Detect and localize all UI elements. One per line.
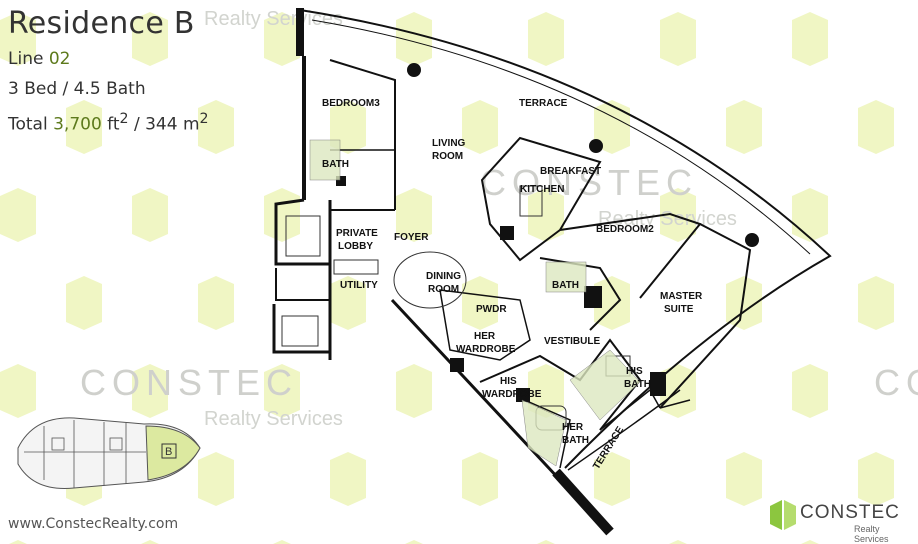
room-living: ROOM (432, 151, 463, 162)
room-her-wardrobe: WARDROBE (456, 344, 516, 355)
watermark-tagline: Realty Services (204, 408, 343, 430)
line-number: Line 02 (8, 49, 71, 69)
bed-bath-count: 3 Bed / 4.5 Bath (8, 79, 146, 99)
room-her-wardrobe: HER (474, 331, 496, 342)
room-master-suite: SUITE (664, 304, 694, 315)
bath-tiles (309, 139, 641, 467)
logo-name: CONSTEC (800, 502, 900, 523)
room-breakfast: BREAKFAST (540, 166, 601, 177)
furniture (281, 185, 631, 431)
room-dining: DINING (426, 271, 461, 282)
page-title: Residence B (8, 6, 195, 41)
room-his-bath: HIS (626, 366, 643, 377)
room-her-bath: BATH (562, 435, 589, 446)
room-her-bath: HER (562, 422, 584, 433)
room-bath: BATH (552, 280, 579, 291)
unit-outline (272, 8, 832, 536)
room-vestibule: VESTIBULE (544, 336, 600, 347)
room-terrace: TERRACE (519, 98, 568, 109)
unit-info: Residence B Line 02 3 Bed / 4.5 Bath Tot… (8, 4, 209, 140)
room-private-lobby: PRIVATE (336, 228, 378, 239)
key-plan: B (17, 417, 201, 489)
room-bedroom2: BEDROOM2 (596, 224, 654, 235)
watermark-brand: CONSTEC (80, 362, 299, 403)
logo-tagline: Realty Services (854, 524, 889, 544)
structural-columns (336, 63, 759, 402)
room-kitchen: KITCHEN (520, 184, 564, 195)
room-master-suite: MASTER (660, 291, 703, 302)
logo-hexagon-icon (770, 500, 796, 530)
room-powder: PWDR (476, 304, 507, 315)
total-area: Total 3,700 ft2 / 344 m2 (8, 111, 209, 135)
room-his-wardrobe: HIS (500, 376, 517, 387)
room-dining: ROOM (428, 284, 459, 295)
website-link[interactable]: www.ConstecRealty.com (8, 516, 179, 532)
room-bedroom3: BEDROOM3 (322, 98, 380, 109)
room-his-wardrobe: WARDROBE (482, 389, 542, 400)
watermark-brand: CONSTEC (480, 162, 699, 203)
room-living: LIVING (432, 138, 466, 149)
room-bath: BATH (322, 159, 349, 170)
constec-logo: CONSTEC Realty Services (768, 496, 908, 544)
room-his-bath: BATH (624, 379, 651, 390)
room-foyer: FOYER (394, 232, 429, 243)
watermark-tagline: Realty Services (204, 8, 343, 30)
room-private-lobby: LOBBY (338, 241, 373, 252)
room-terrace: TERRACE (591, 424, 626, 471)
watermark-brand: CONSTEC (874, 362, 918, 403)
room-utility: UTILITY (340, 280, 378, 291)
keyplan-unit-marker: B (165, 446, 172, 458)
